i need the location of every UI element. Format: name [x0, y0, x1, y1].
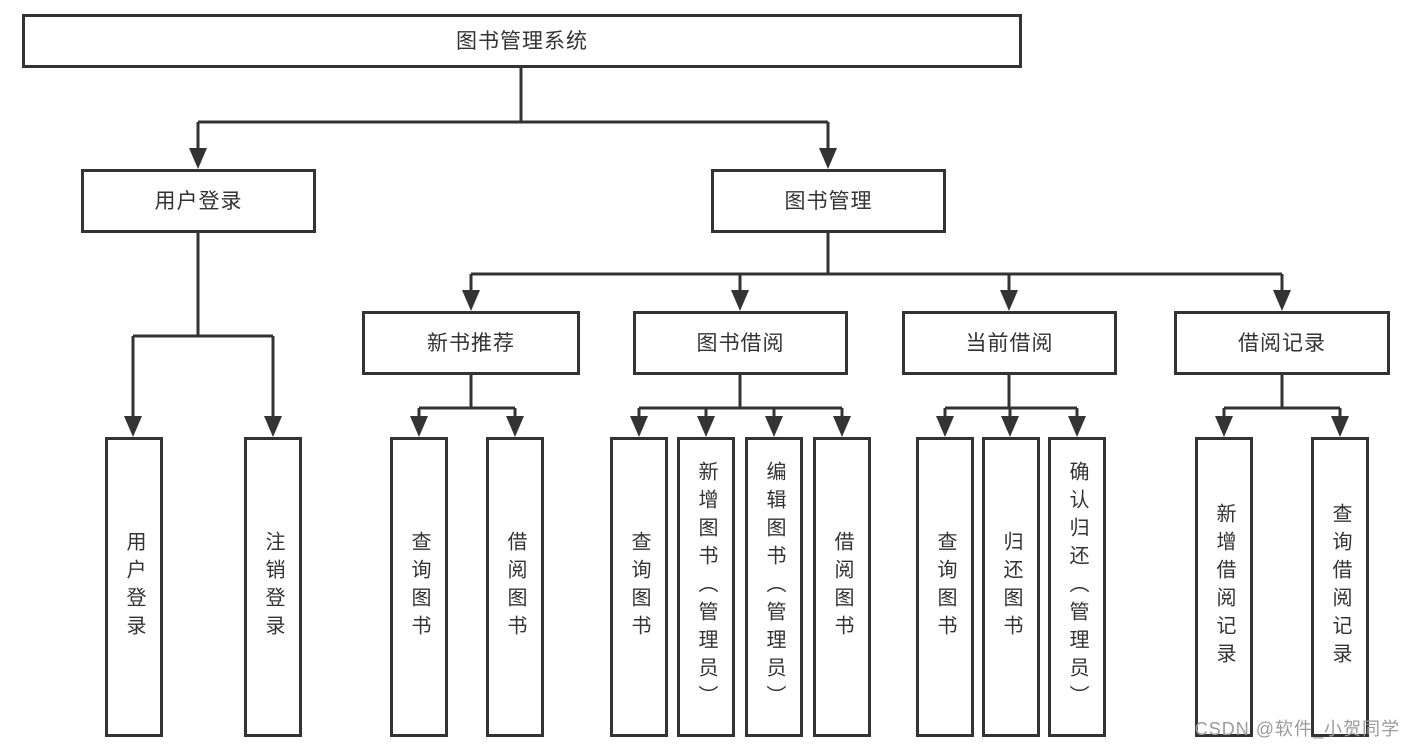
watermark: CSDN @软件_小贺同学	[1194, 719, 1400, 739]
connector-root	[196, 68, 830, 150]
node-current-borrowing: 当前借阅	[902, 311, 1117, 375]
leaf-query-books-recommend: 查询图书	[390, 437, 448, 737]
node-borrowing-records: 借阅记录	[1174, 311, 1390, 375]
leaf-query-borrow-record-label: 查询借阅记录	[1329, 503, 1351, 671]
node-book-management-label: 图书管理	[784, 189, 873, 213]
connector-book-borrow	[637, 375, 844, 418]
leaf-user-login: 用户登录	[105, 437, 163, 737]
leaf-return-books-label: 归还图书	[1000, 531, 1022, 643]
connector-book-mgmt	[469, 233, 1284, 292]
leaf-borrow-books-borrowing-label: 借阅图书	[831, 531, 853, 643]
node-book-borrowing: 图书借阅	[633, 311, 848, 375]
connector-new-book	[417, 375, 517, 418]
leaf-add-borrow-record-label: 新增借阅记录	[1213, 503, 1235, 671]
leaf-query-books-borrowing-label: 查询图书	[628, 531, 650, 643]
leaf-query-books-current-label: 查询图书	[934, 531, 956, 643]
leaf-edit-book-admin-label: 编辑图书（管理员）	[763, 461, 785, 713]
node-root-label: 图书管理系统	[456, 29, 588, 53]
leaf-add-borrow-record: 新增借阅记录	[1195, 437, 1253, 737]
node-new-book-recommend: 新书推荐	[362, 311, 580, 375]
leaf-edit-book-admin: 编辑图书（管理员）	[745, 437, 803, 737]
leaf-user-login-label: 用户登录	[123, 531, 145, 643]
node-book-borrowing-label: 图书借阅	[696, 331, 785, 355]
leaf-query-books-current: 查询图书	[916, 437, 974, 737]
leaf-confirm-return-admin-label: 确认归还（管理员）	[1066, 461, 1088, 713]
connector-user-login	[131, 233, 275, 418]
leaf-query-borrow-record: 查询借阅记录	[1311, 437, 1369, 737]
node-book-management: 图书管理	[711, 169, 946, 233]
leaf-borrow-books-recommend-label: 借阅图书	[504, 531, 526, 643]
leaf-borrow-books-borrowing: 借阅图书	[813, 437, 871, 737]
leaf-add-book-admin: 新增图书（管理员）	[677, 437, 735, 737]
leaf-query-books-recommend-label: 查询图书	[408, 531, 430, 643]
leaf-logout-label: 注销登录	[262, 531, 284, 643]
leaf-confirm-return-admin: 确认归还（管理员）	[1048, 437, 1106, 737]
arrowheads	[124, 148, 1349, 437]
leaf-logout: 注销登录	[244, 437, 302, 737]
node-user-login: 用户登录	[81, 169, 316, 233]
node-borrowing-records-label: 借阅记录	[1238, 331, 1326, 355]
leaf-query-books-borrowing: 查询图书	[610, 437, 668, 737]
node-current-borrowing-label: 当前借阅	[965, 331, 1054, 355]
node-user-login-label: 用户登录	[154, 189, 243, 213]
connector-current-borrow	[943, 375, 1079, 418]
node-new-book-recommend-label: 新书推荐	[427, 331, 515, 355]
leaf-borrow-books-recommend: 借阅图书	[486, 437, 544, 737]
node-root: 图书管理系统	[22, 14, 1022, 68]
leaf-return-books: 归还图书	[982, 437, 1040, 737]
connector-borrow-record	[1222, 375, 1342, 418]
leaf-add-book-admin-label: 新增图书（管理员）	[695, 461, 717, 713]
